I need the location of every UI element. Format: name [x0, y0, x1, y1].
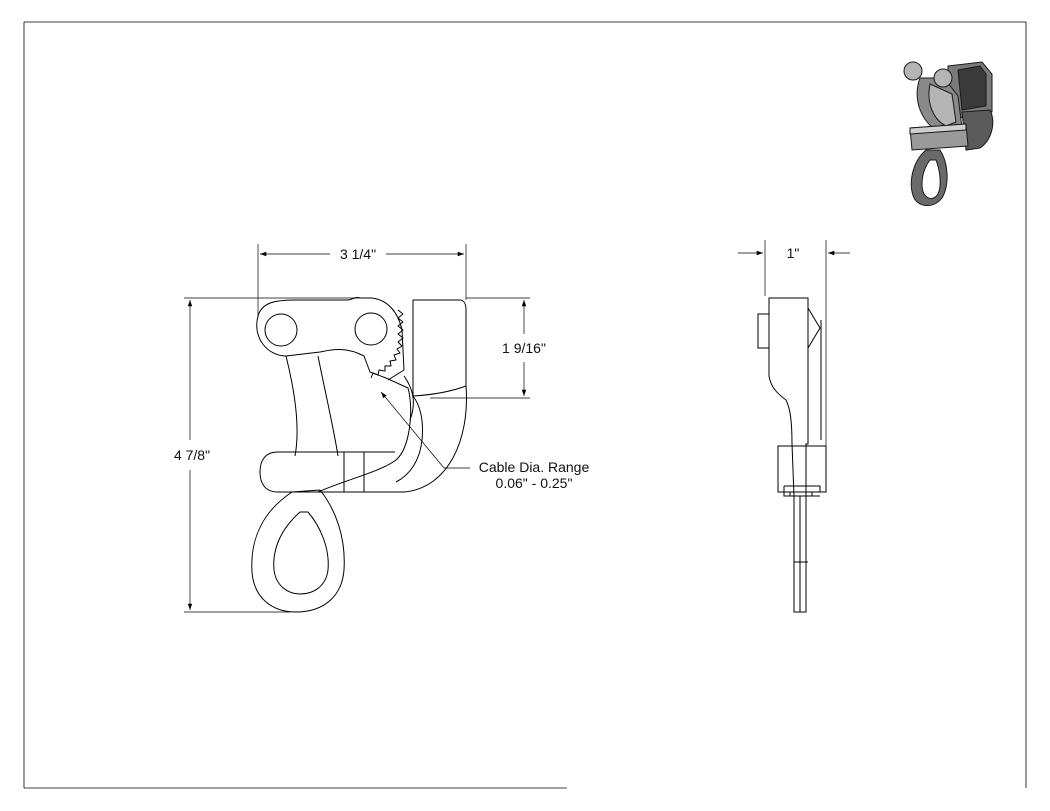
side-tip [807, 307, 821, 349]
side-band-block [777, 445, 827, 493]
dimension-labels: 3 1/4" 4 7/8" 1 9/16" 1" Cable Dia. Rang… [174, 245, 799, 491]
cable-grip-isometric-icon [903, 61, 994, 206]
dim-width-label: 3 1/4" [340, 246, 376, 262]
side-view [757, 297, 827, 613]
arm-inner-ridge [317, 355, 339, 457]
front-view [251, 296, 467, 613]
pivot-hole-right [354, 312, 388, 346]
side-band-inner [783, 485, 821, 497]
jaw-block [412, 299, 467, 397]
dim-jaw-height-label: 1 9/16" [502, 340, 546, 356]
side-plate [768, 297, 809, 613]
dimension-lines [184, 240, 850, 613]
dim-height-label: 4 7/8" [174, 447, 210, 463]
pivot-hole-left [264, 313, 298, 347]
main-arm-body [256, 315, 412, 493]
dim-thickness-label: 1" [787, 245, 800, 261]
cam-teeth [370, 309, 404, 379]
hook-curve [360, 385, 467, 493]
cable-guide-arc [403, 375, 414, 421]
side-knob [757, 313, 770, 349]
eye-loop-inner [273, 511, 329, 595]
callout-line2: 0.06" - 0.25" [496, 475, 573, 491]
sheet-border [23, 21, 1027, 789]
eye-loop-outer [251, 489, 345, 613]
callout-line1: Cable Dia. Range [479, 459, 590, 475]
arm-top-profile [257, 296, 405, 381]
handle-bar [259, 451, 395, 493]
